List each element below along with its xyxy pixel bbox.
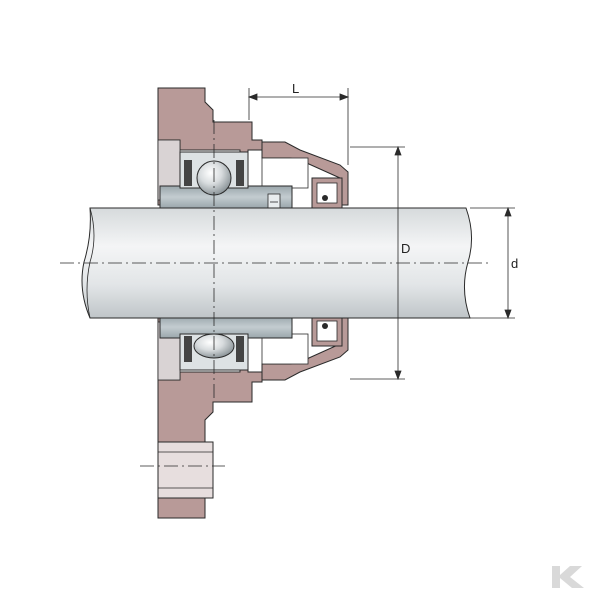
bolt-hole (157, 441, 214, 499)
dimension-length (247, 88, 350, 165)
center-lines (60, 120, 488, 467)
brand-logo (552, 566, 585, 588)
ball-bearing-lower (159, 315, 293, 371)
dimension-shaft-diameter (470, 206, 515, 320)
label-outer-diameter: D (401, 241, 410, 256)
label-length: L (292, 81, 299, 96)
dimension-outer-diameter (350, 145, 405, 381)
cover-cavity-upper (261, 157, 309, 189)
label-shaft-diameter: d (511, 256, 518, 271)
lip-seal-upper (311, 177, 343, 209)
lip-seal-lower (311, 315, 343, 347)
